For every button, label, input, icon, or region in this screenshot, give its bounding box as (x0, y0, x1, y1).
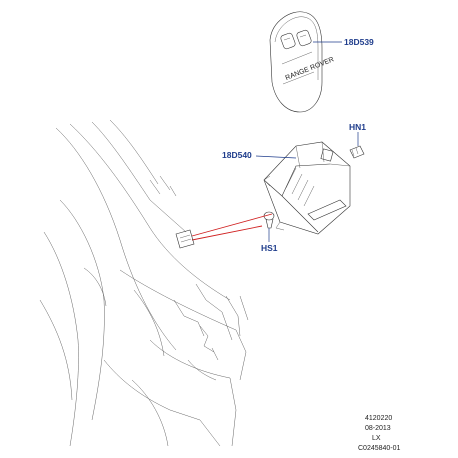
info-line-3: LX (372, 435, 381, 442)
mounting-bracket (175, 229, 195, 249)
info-block: 4120220 08-2013 LX C0245840-01 (358, 415, 401, 452)
location-line-upper (191, 213, 273, 237)
callout-control-module: 18D540 (222, 150, 252, 160)
vehicle-body (39, 119, 249, 447)
callout-nut: HN1 (349, 122, 366, 132)
nut-part (349, 145, 365, 159)
callout-screw: HS1 (261, 243, 278, 253)
control-module (263, 141, 351, 235)
info-line-4: C0245840-01 (358, 445, 401, 452)
location-line-lower (191, 225, 263, 241)
info-line-2: 08-2013 (365, 425, 391, 432)
info-line-1: 4120220 (365, 415, 392, 422)
callout-remote-key: 18D539 (344, 37, 374, 47)
remote-key-fob: RANGE ROVER (269, 11, 335, 113)
control-module-leader (255, 155, 297, 159)
